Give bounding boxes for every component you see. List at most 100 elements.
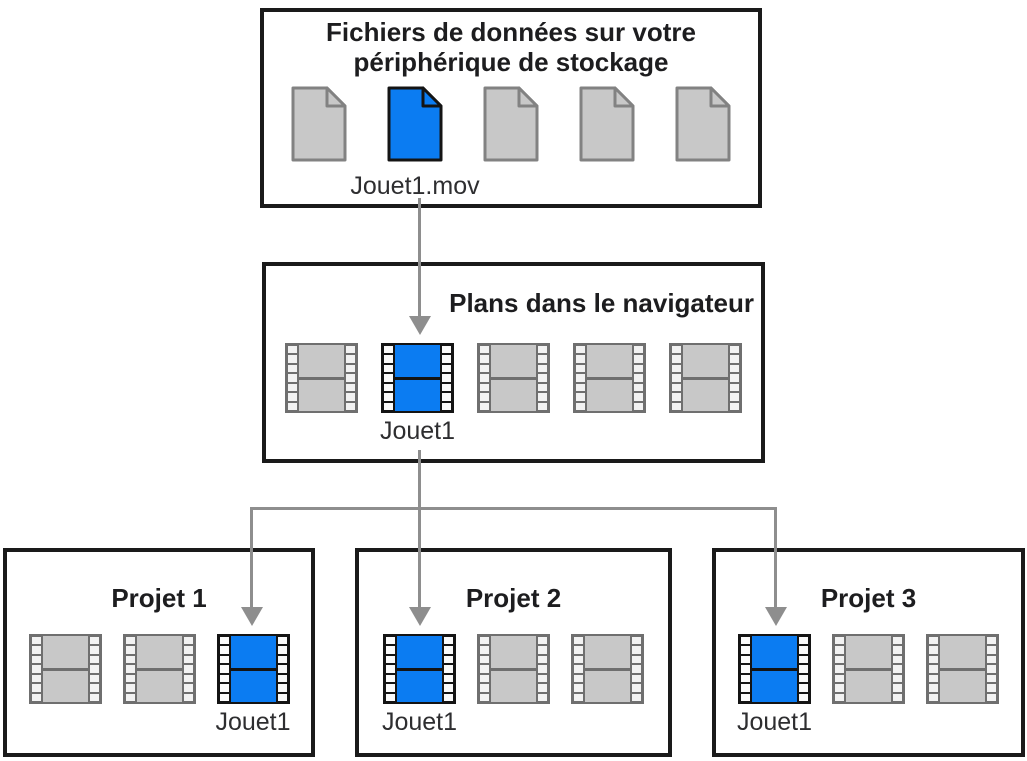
sprocket-hole — [386, 665, 395, 673]
sprocket-hole — [634, 346, 643, 354]
film-frame — [397, 670, 442, 702]
sprocket-hole — [89, 693, 99, 701]
sprocket-hole — [384, 374, 393, 382]
sprocket-hole — [576, 402, 585, 410]
sprocket-hole — [799, 684, 808, 692]
filmstrip-glyph — [28, 634, 102, 704]
film-frames — [587, 345, 632, 411]
file-icon — [578, 85, 636, 168]
sprocket-hole — [442, 374, 451, 382]
sprocket-hole — [672, 393, 681, 401]
sprocket-hole — [480, 655, 489, 664]
sprocket-hole — [730, 364, 739, 373]
document-glyph — [291, 86, 347, 162]
clip-icon — [571, 634, 644, 704]
filmstrip-glyph — [832, 634, 905, 704]
sprocket-hole — [277, 693, 287, 701]
sprocket-hole — [444, 693, 453, 701]
sprocket-hole — [929, 693, 938, 701]
film-frames — [846, 636, 891, 702]
sprocket-hole — [632, 693, 641, 701]
sprocket-hole — [346, 364, 355, 373]
sprocket-column — [219, 636, 230, 702]
sprocket-hole — [277, 655, 287, 664]
sprocket-hole — [741, 665, 750, 673]
sprocket-hole — [442, 346, 451, 354]
sprocket-hole — [538, 674, 547, 683]
sprocket-hole — [183, 693, 193, 701]
sprocket-hole — [893, 693, 902, 701]
clip-icon — [832, 634, 905, 704]
sprocket-hole — [574, 693, 583, 701]
sprocket-hole — [987, 655, 996, 664]
arrow-file-to-browser-head-icon — [409, 316, 431, 335]
film-frame — [397, 636, 442, 668]
sprocket-hole — [31, 665, 41, 673]
project-3-clip-row: Jouet1 — [716, 634, 1021, 735]
sprocket-hole — [799, 637, 808, 645]
sprocket-column — [125, 636, 136, 702]
sprocket-hole — [741, 637, 750, 645]
film-frame — [587, 345, 632, 377]
sprocket-hole — [442, 364, 451, 373]
sprocket-hole — [277, 646, 287, 654]
clip-icon — [28, 634, 102, 704]
sprocket-hole — [219, 674, 229, 683]
film-frames — [585, 636, 630, 702]
sprocket-hole — [444, 637, 453, 645]
sprocket-hole — [730, 374, 739, 382]
sprocket-column — [573, 636, 584, 702]
sprocket-hole — [538, 346, 547, 354]
film-frame — [491, 670, 536, 702]
film-frame — [752, 636, 797, 668]
sprocket-hole — [480, 665, 489, 673]
sprocket-column — [671, 345, 682, 411]
film-frames — [752, 636, 797, 702]
film-frame — [230, 670, 276, 702]
filmstrip-glyph — [477, 343, 550, 413]
project-3-box: Projet 3 Jouet1 — [712, 548, 1025, 757]
sprocket-hole — [219, 655, 229, 664]
film-frame — [395, 379, 440, 411]
sprocket-hole — [893, 684, 902, 692]
sprocket-hole — [893, 674, 902, 683]
sprocket-hole — [89, 646, 99, 654]
browser-box-title: Plans dans le navigateur — [449, 288, 754, 318]
sprocket-hole — [125, 674, 135, 683]
filmstrip-glyph — [381, 343, 454, 413]
sprocket-hole — [538, 364, 547, 373]
sprocket-hole — [741, 693, 750, 701]
filmstrip-glyph — [383, 634, 456, 704]
film-frame — [299, 379, 344, 411]
sprocket-hole — [277, 665, 287, 673]
sprocket-hole — [480, 693, 489, 701]
film-frame — [42, 636, 88, 668]
sprocket-hole — [442, 402, 451, 410]
sprocket-column — [537, 636, 548, 702]
film-frame — [395, 345, 440, 377]
sprocket-hole — [288, 402, 297, 410]
sprocket-column — [798, 636, 809, 702]
arrow-file-to-browser-shaft — [418, 198, 421, 317]
clip-icon-highlighted: Jouet1 — [215, 634, 291, 735]
clip-icon-highlighted: Jouet1 — [380, 343, 455, 444]
sprocket-hole — [634, 402, 643, 410]
filmstrip-glyph — [122, 634, 196, 704]
sprocket-hole — [288, 355, 297, 363]
sprocket-hole — [672, 374, 681, 382]
sprocket-hole — [538, 665, 547, 673]
sprocket-hole — [384, 364, 393, 373]
filmstrip-glyph — [669, 343, 742, 413]
sprocket-hole — [346, 393, 355, 401]
sprocket-hole — [730, 383, 739, 392]
sprocket-hole — [386, 684, 395, 692]
sprocket-hole — [576, 383, 585, 392]
sprocket-hole — [576, 364, 585, 373]
project-1-title: Projet 1 — [111, 583, 207, 613]
sprocket-hole — [987, 693, 996, 701]
sprocket-hole — [386, 637, 395, 645]
film-frame — [752, 670, 797, 702]
arrow-browser-to-project2-shaft — [418, 450, 421, 608]
project-2-clip-row: Jouet1 — [359, 634, 668, 735]
sprocket-hole — [183, 665, 193, 673]
